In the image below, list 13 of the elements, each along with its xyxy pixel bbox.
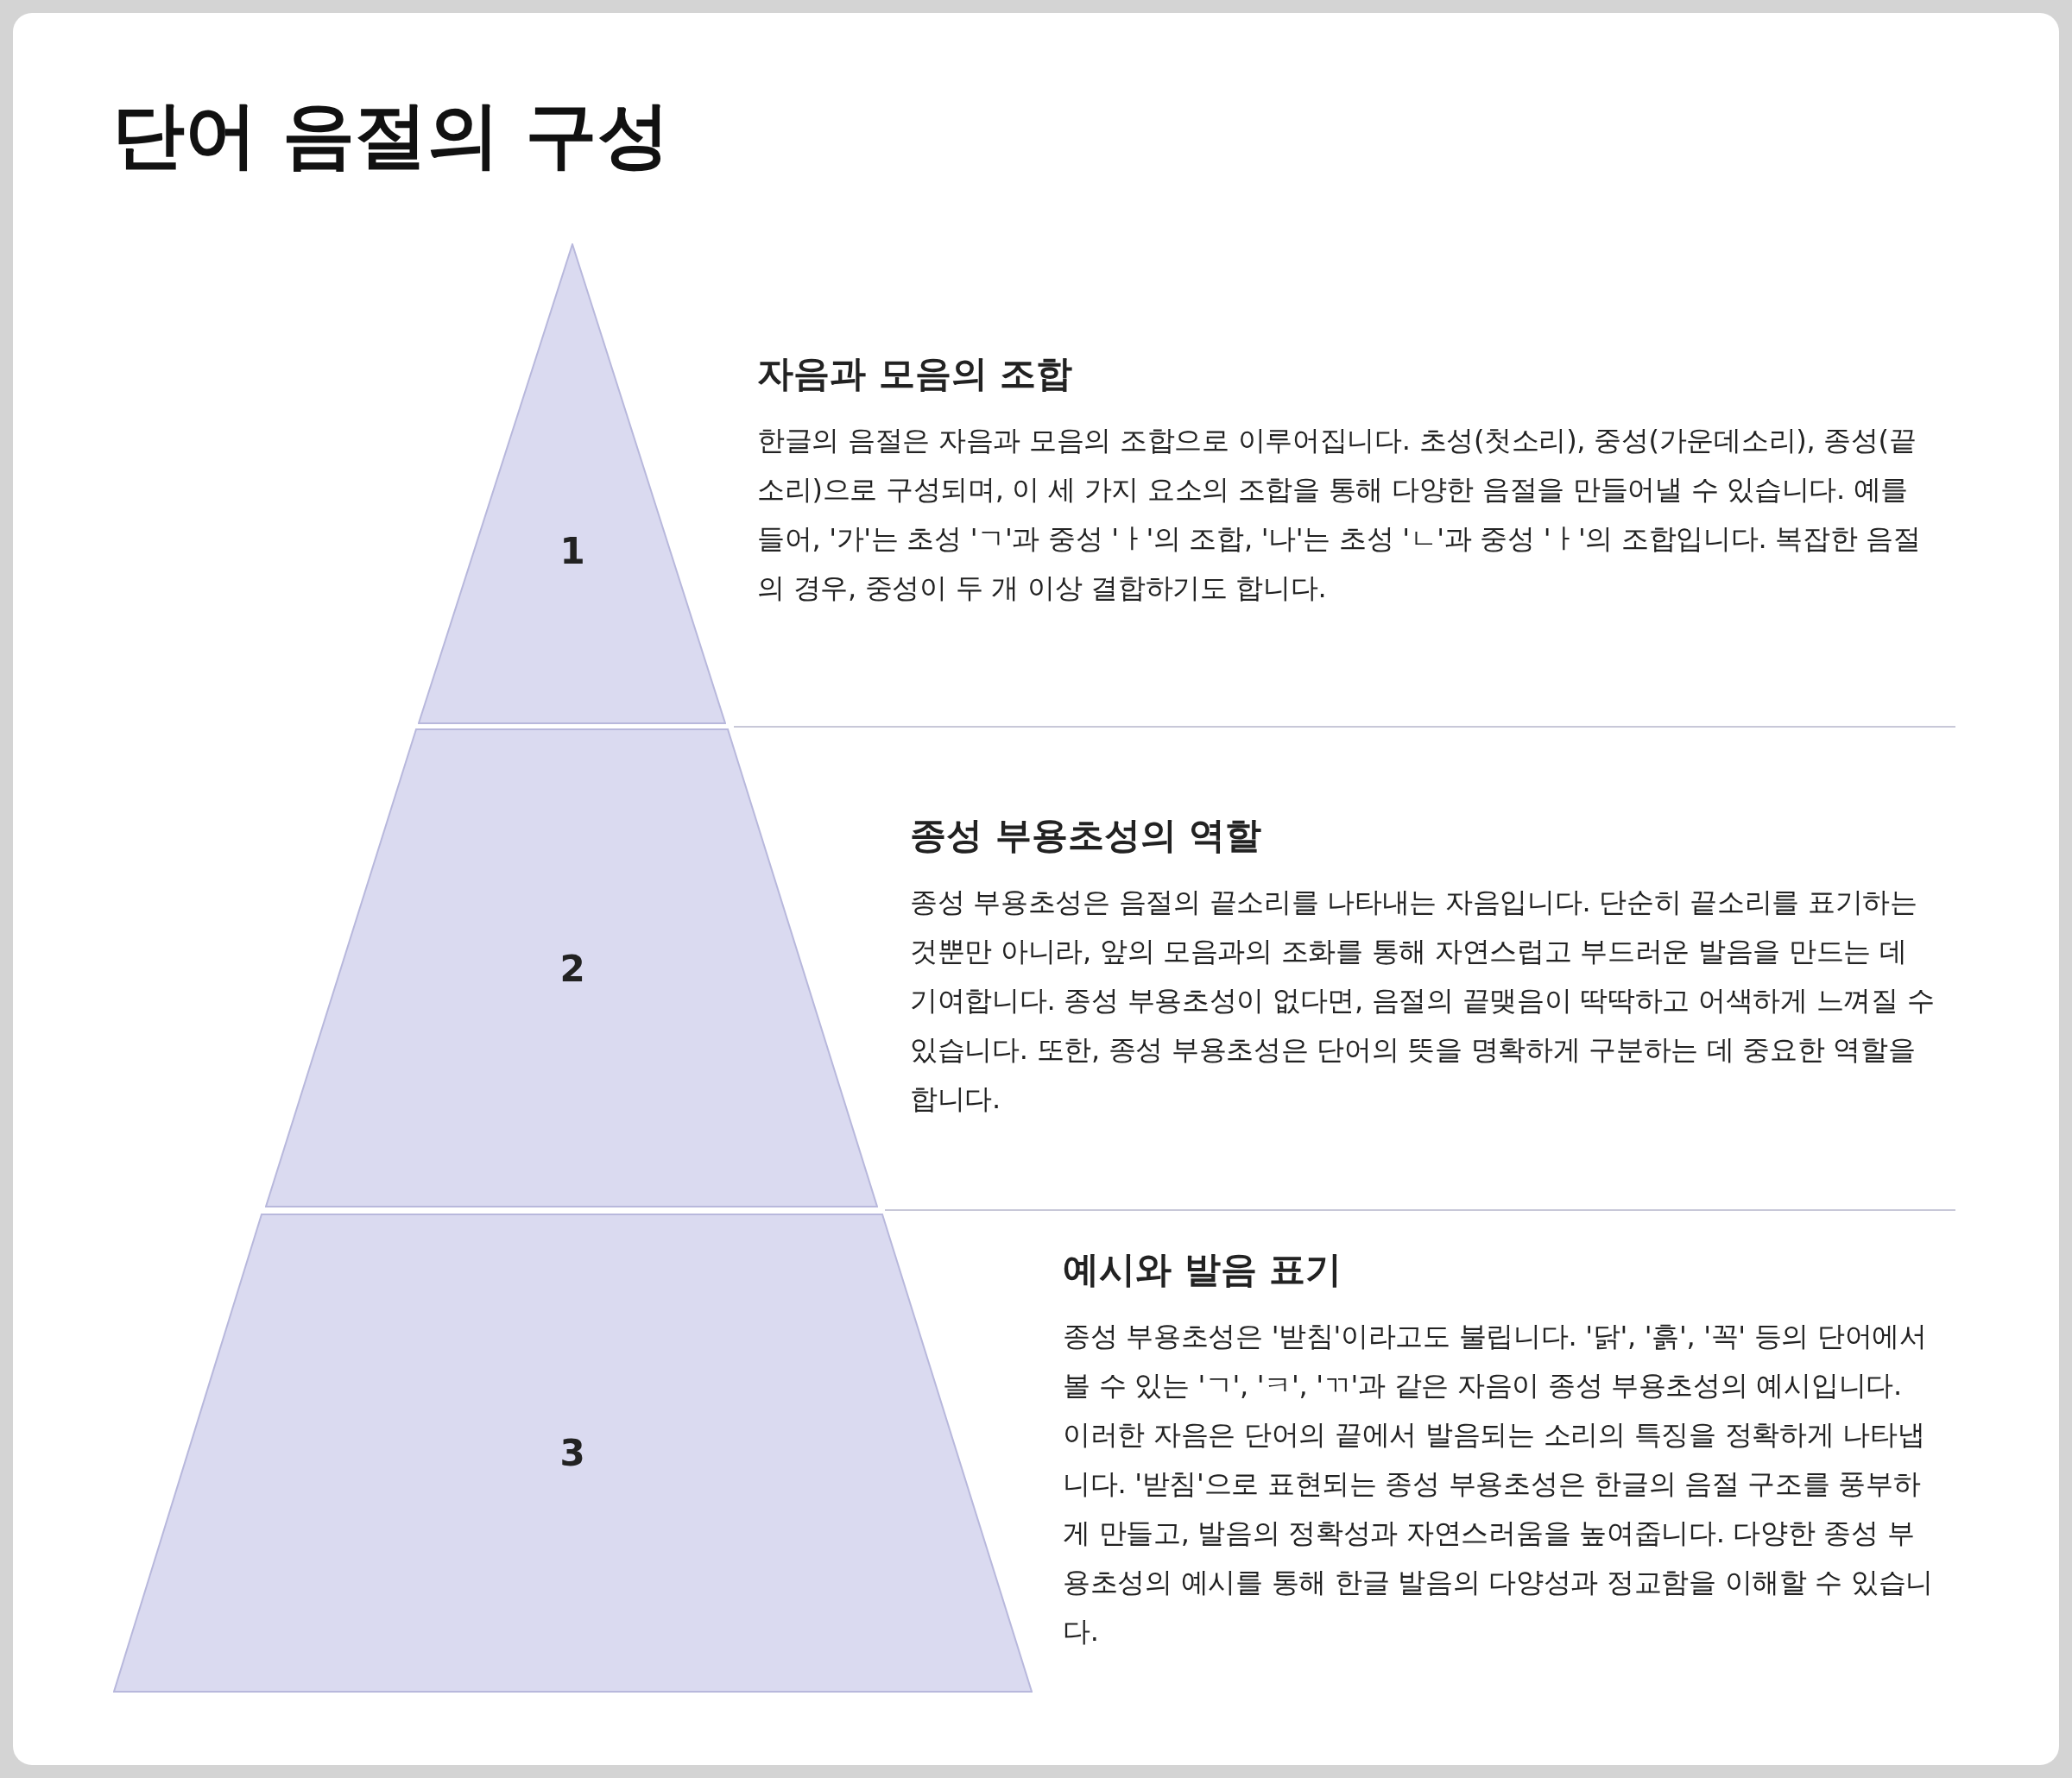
title: 단어 음절의 구성 — [112, 91, 671, 179]
section-heading: 종성 부용초성의 역할 — [910, 813, 1262, 858]
level-number: 3 — [559, 1431, 585, 1474]
section-text: 종성 부용초성은 '받침'이라고도 불립니다. '닭', '흙', '꼭' 등의 단어에서 볼 수 있는 'ㄱ', 'ㅋ', 'ㄲ'과 같은 자음이 종성 부용초성의 예시입니다. 이러한 자음은 단어의 끝에서 발음되는 소리의 특징을 정확하게 나타냅니다. '받침'으로 표현되는 종성 부용초성은 한글의 음절 구조를 풍부하게 만들고, 발음의 정확성과 자연스러움을 높여줍니다. 다양한 종성 부용초성의 예시를 통해 한글 발음의 다양성과 정교함을 이해할 수 있습니다. — [1063, 1319, 1935, 1649]
level-number: 1 — [559, 529, 585, 572]
section-text: 종성 부용초성은 음절의 끝소리를 나타내는 자음입니다. 단순히 끝소리를 표기하는 것뿐만 아니라, 앞의 모음과의 조화를 통해 자연스럽고 부드러운 발음을 만드는 데 기여합니다. 종성 부용초성이 없다면, 음절의 끝맺음이 딱딱하고 어색하게 느껴질 수 있습니다. 또한, 종성 부용초성은 단어의 뜻을 명확하게 구분하는 데 중요한 역할을 합니다. — [910, 885, 1936, 1117]
pyramid-level — [265, 728, 878, 1207]
section-heading: 예시와 발음 표기 — [1063, 1247, 1342, 1292]
section-heading: 자음과 모음의 조합 — [757, 351, 1073, 396]
pyramid-level — [418, 243, 726, 724]
level-number: 2 — [559, 947, 585, 990]
pyramid-level — [113, 1214, 1033, 1693]
section-text: 한글의 음절은 자음과 모음의 조합으로 이루어집니다. 초성(첫소리), 중성(가운데소리), 종성(끝소리)으로 구성되며, 이 세 가지 요소의 조합을 통해 다양한 음절을 만들어낼 수 있습니다. 예를 들어, '가'는 초성 'ㄱ'과 중성 'ㅏ'의 조합, '나'는 초성 'ㄴ'과 중성 'ㅏ'의 조합입니다. 복잡한 음절의 경우, 중성이 두 개 이상 결합하기도 합니다. — [757, 423, 1922, 606]
